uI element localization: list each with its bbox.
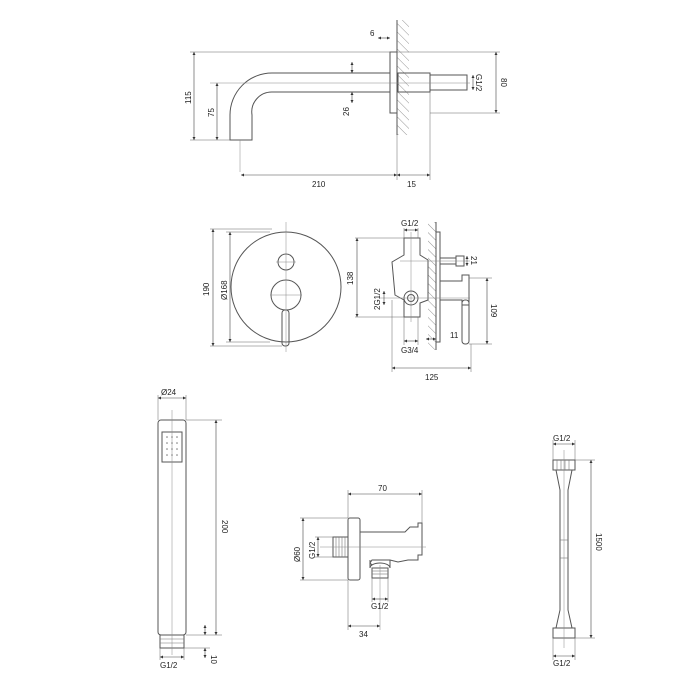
dim-26: 26 [342,107,351,116]
wall-outlet-drawing: 70 Ø60 G1/2 G1/2 34 [293,484,426,639]
dim-125: 125 [425,373,439,382]
dim-g12: G1/2 [160,661,178,670]
spout-flange [389,51,398,114]
hand-shower-drawing: Ø24 200 10 G1/2 [157,388,229,670]
dim-75: 75 [207,108,216,117]
mixer-side-drawing: G1/2 138 2G1/2 21 109 11 G3/4 125 [346,219,498,382]
dim-6: 6 [370,29,375,38]
dim-190: 190 [202,282,211,296]
dim-top-g12: G1/2 [401,219,419,228]
dim-80: 80 [499,78,508,87]
dim-109: 109 [489,304,498,318]
dim-168: Ø168 [220,280,229,300]
dim-1500: 1500 [594,533,603,551]
wall-hatch [397,20,409,135]
dim-g34: G3/4 [401,346,419,355]
dim-115: 115 [184,91,193,104]
dim-138: 138 [346,271,355,285]
dim-g12-bottom: G1/2 [371,602,389,611]
dim-34: 34 [359,630,368,639]
dim-2g12: 2G1/2 [373,288,382,310]
dim-24: Ø24 [161,388,177,397]
dim-10: 10 [209,655,218,664]
dim-210: 210 [312,180,326,189]
dim-11: 11 [450,331,459,340]
dim-g12-bottom: G1/2 [553,659,571,668]
dim-70: 70 [378,484,387,493]
dim-g12: G1/2 [474,74,483,92]
dim-200: 200 [220,520,229,534]
dim-60: Ø60 [293,546,302,562]
hose-drawing: G1/2 1500 G1/2 [552,434,603,668]
dim-21: 21 [469,256,478,265]
dim-15: 15 [407,180,416,189]
spout-drawing: 6 115 75 26 80 G1/2 210 15 [184,20,508,189]
dim-g12-top: G1/2 [553,434,571,443]
dim-g12-left: G1/2 [308,541,317,559]
mixer-front-drawing: 190 Ø168 [202,222,342,352]
